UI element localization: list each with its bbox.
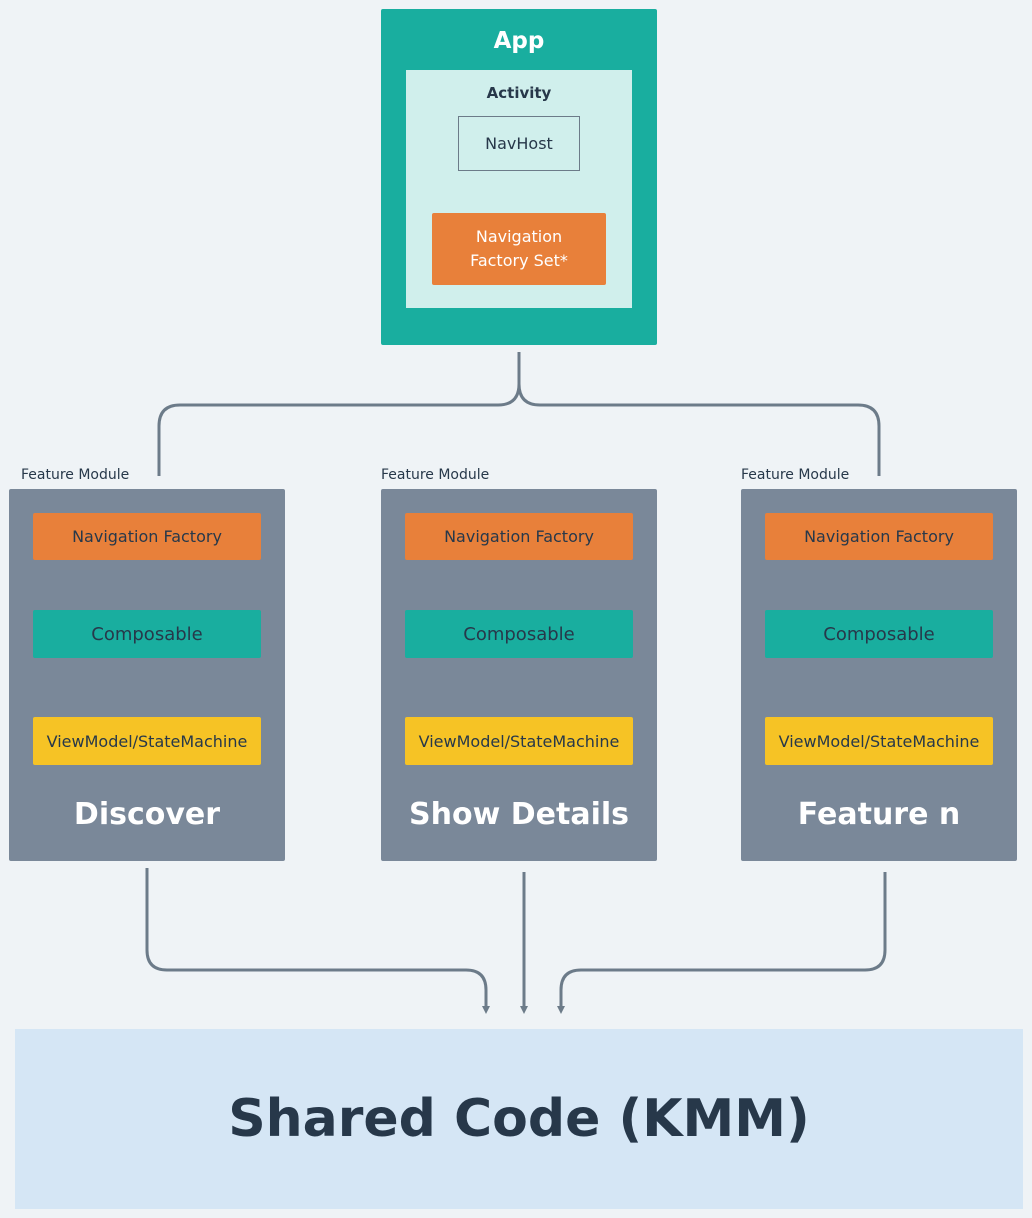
shared-code-box (15, 1029, 1023, 1209)
feature-n-title: Feature n (797, 796, 961, 832)
discover-to-shared-connector (145, 868, 490, 1014)
app-title: App (493, 28, 545, 54)
activity-title: Activity (486, 84, 552, 102)
navigation-factory-set-box: Navigation Factory Set* (432, 213, 606, 285)
show-details-title: Show Details (409, 796, 629, 832)
show-details-viewmodel: ViewModel/StateMachine (405, 717, 633, 765)
navhost-box: NavHost (458, 116, 580, 171)
shared-code-title: Shared Code (KMM) (228, 1089, 810, 1149)
navigation-factory-set-line2: Factory Set* (470, 251, 568, 270)
feature-module-label-discover: Feature Module (21, 467, 130, 483)
discover-viewmodel: ViewModel/StateMachine (33, 717, 261, 765)
app-connector-stem (157, 352, 521, 476)
feature-module-label-show-details: Feature Module (381, 467, 490, 483)
discover-title: Discover (73, 796, 221, 832)
feature-n-navigation-factory: Navigation Factory (765, 513, 993, 560)
featuren-to-shared-connector (557, 872, 887, 1014)
discover-composable: Composable (33, 610, 261, 658)
feature-module-label-feature-n: Feature Module (741, 467, 850, 483)
show-details-composable: Composable (405, 610, 633, 658)
discover-navigation-factory: Navigation Factory (33, 513, 261, 560)
show-details-navigation-factory: Navigation Factory (405, 513, 633, 560)
feature-n-viewmodel: ViewModel/StateMachine (765, 717, 993, 765)
app-connector-right (517, 383, 881, 476)
feature-n-composable: Composable (765, 610, 993, 658)
navigation-factory-set-line1: Navigation (475, 227, 563, 246)
